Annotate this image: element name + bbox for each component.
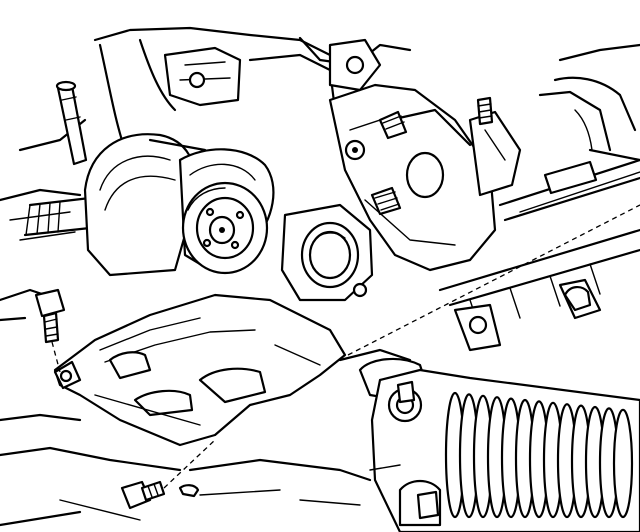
pump-outlet-port (280, 203, 374, 302)
steering-gear-boot (369, 368, 640, 532)
engine-block (0, 26, 640, 322)
engine-block (438, 158, 640, 352)
support-bracket (328, 38, 522, 272)
mounting-bolt (34, 204, 640, 510)
water-pump-pulley (181, 181, 269, 275)
heat-shield (53, 293, 347, 447)
boot-rib (612, 408, 634, 519)
